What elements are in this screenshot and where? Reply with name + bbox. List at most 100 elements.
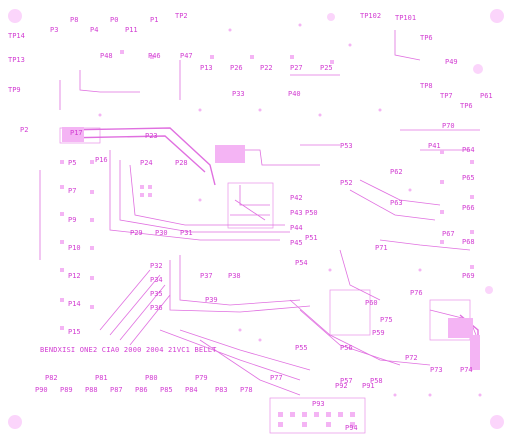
mounting-holes <box>8 9 504 429</box>
trace <box>109 150 280 241</box>
label-p25: P25 <box>320 64 333 72</box>
label-p52: P52 <box>340 179 353 187</box>
mounting-hole <box>327 13 335 21</box>
mounting-hole <box>473 64 483 74</box>
pad <box>90 246 94 250</box>
mounting-hole <box>490 415 504 429</box>
mounting-hole <box>490 9 504 23</box>
via <box>348 43 352 47</box>
via <box>198 198 202 202</box>
label-tp2: TP2 <box>175 12 188 20</box>
pad <box>148 193 152 197</box>
label-p4: P4 <box>90 26 98 34</box>
label-p42: P42 <box>290 194 303 202</box>
trace <box>234 199 266 221</box>
label-p53: P53 <box>340 142 353 150</box>
pad <box>60 160 64 164</box>
trace <box>299 309 401 366</box>
ic-outline <box>329 289 371 336</box>
label-p56: P56 <box>340 344 353 352</box>
via <box>298 23 302 27</box>
label-p64: P64 <box>462 146 475 154</box>
trace <box>79 70 140 93</box>
pad <box>60 212 64 216</box>
label-tp7: TP7 <box>440 92 453 100</box>
trace <box>179 329 311 371</box>
trace <box>349 189 436 221</box>
label-p38: P38 <box>228 272 241 280</box>
via <box>228 28 232 32</box>
trace <box>159 329 301 381</box>
pad <box>470 265 474 269</box>
label-tp102: TP102 <box>360 12 381 20</box>
pad <box>278 422 283 427</box>
label-p75: P75 <box>380 316 393 324</box>
pad <box>60 326 64 330</box>
label-p66: P66 <box>462 204 475 212</box>
label-p7: P7 <box>68 187 76 195</box>
pad <box>470 195 474 199</box>
trace <box>289 299 431 366</box>
label-p29: P29 <box>130 229 143 237</box>
labels: TP102 TP14 TP13 TP2 P8 P0 P1 P3 P4 TP6 P… <box>8 12 493 432</box>
trace <box>119 160 290 233</box>
label-tp101: TP101 <box>395 14 416 22</box>
pad <box>90 160 94 164</box>
label-p88: P88 <box>85 386 98 394</box>
label-p23: P23 <box>145 132 158 140</box>
label-tp8: TP8 <box>420 82 433 90</box>
via <box>408 188 412 192</box>
pad <box>290 412 295 417</box>
label-p67: P67 <box>442 230 455 238</box>
pad <box>470 160 474 164</box>
pad <box>250 55 254 59</box>
label-p55: P55 <box>295 344 308 352</box>
pad <box>470 230 474 234</box>
trace <box>61 127 216 186</box>
pad <box>210 55 214 59</box>
label-p41: P41 <box>428 142 441 150</box>
ic-outline <box>227 182 274 229</box>
traces <box>39 30 480 396</box>
label-p39: P39 <box>205 296 218 304</box>
mounting-hole <box>8 415 22 429</box>
label-p82: P82 <box>45 374 58 382</box>
pad <box>440 180 444 184</box>
via <box>328 268 332 272</box>
mounting-hole <box>8 9 22 23</box>
via <box>418 268 422 272</box>
label-p30: P30 <box>155 229 168 237</box>
label-p71: P71 <box>375 244 388 252</box>
label-p68: P68 <box>462 238 475 246</box>
pad <box>350 412 355 417</box>
label-tp6-right: TP6 <box>460 102 473 110</box>
trace <box>179 255 301 306</box>
trace <box>199 339 301 396</box>
label-p37: P37 <box>200 272 213 280</box>
label-p40: P40 <box>288 90 301 98</box>
trace <box>169 260 311 313</box>
pad <box>440 210 444 214</box>
via <box>238 328 242 332</box>
pad <box>120 50 124 54</box>
pad <box>302 422 307 427</box>
label-p9: P9 <box>68 216 76 224</box>
label-p27: P27 <box>290 64 303 72</box>
label-p77: P77 <box>270 374 283 382</box>
label-p63: P63 <box>390 199 403 207</box>
pad <box>140 193 144 197</box>
label-p86: P86 <box>135 386 148 394</box>
pad <box>90 305 94 309</box>
label-p79: P79 <box>195 374 208 382</box>
label-p12: P12 <box>68 272 81 280</box>
mounting-hole <box>485 286 493 294</box>
label-p70: P70 <box>442 122 455 130</box>
label-p26: P26 <box>230 64 243 72</box>
label-p32: P32 <box>150 262 163 270</box>
via <box>393 393 397 397</box>
label-p72: P72 <box>405 354 418 362</box>
label-p65: P65 <box>462 174 475 182</box>
label-p92: P92 <box>335 382 348 390</box>
label-p59: P59 <box>372 329 385 337</box>
